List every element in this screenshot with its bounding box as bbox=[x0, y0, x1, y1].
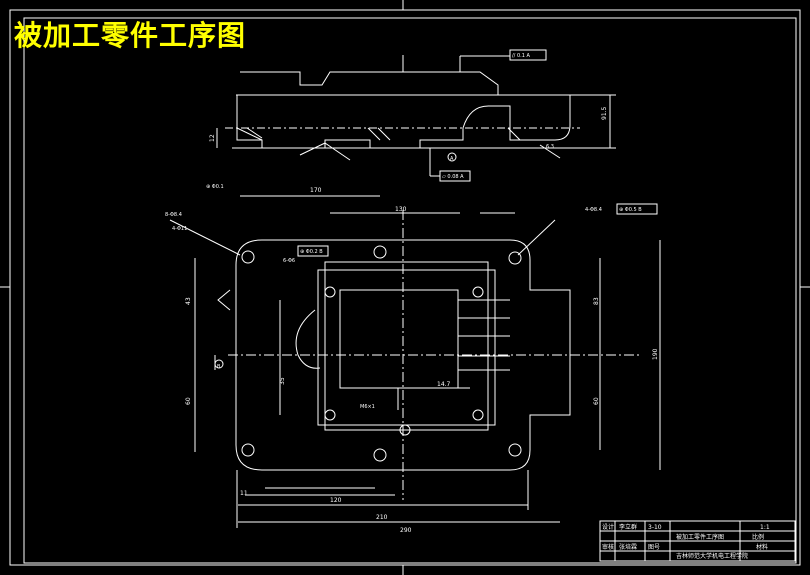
title-block bbox=[599, 520, 796, 562]
tb-checker-role: 审核 bbox=[602, 543, 614, 551]
datum-b: B bbox=[217, 364, 221, 370]
tol-position-a: ⊕ Φ0.5 B bbox=[619, 207, 642, 213]
tb-checker: 张培霖 bbox=[619, 543, 637, 551]
tol-position-b: ⊕ Φ0.2 B bbox=[300, 249, 323, 255]
flatness-tolerance-frame bbox=[439, 170, 471, 182]
dim-60: 60 bbox=[185, 397, 192, 405]
tb-part-name: 被加工零件工序图 bbox=[676, 533, 724, 541]
note-holes-b: 4-Φ8.4 bbox=[585, 207, 602, 213]
tb-designer: 李立群 bbox=[619, 523, 637, 531]
note-holes-a: 8-Φ8.4 bbox=[165, 212, 182, 218]
tb-scale-label: 比例 bbox=[752, 533, 764, 541]
inner-frame bbox=[23, 17, 797, 564]
dim-91-5: 91.5 bbox=[601, 106, 608, 120]
dim-83: 83 bbox=[593, 297, 600, 305]
dim-210: 210 bbox=[376, 514, 388, 521]
dim-11: 11 bbox=[240, 490, 248, 497]
tb-designer-role: 设计 bbox=[602, 523, 614, 531]
dim-290: 290 bbox=[400, 527, 412, 534]
dim-12: 12 bbox=[209, 134, 216, 142]
tb-scale: 1:1 bbox=[760, 524, 770, 531]
title-block-labels: 设计 李立群 3-10 被加工零件工序图 1:1 比例 审核 张培霖 图号 材料… bbox=[602, 523, 770, 560]
note-holes-c: 6-Φ6 bbox=[283, 258, 295, 264]
note-pitch: M6×1 bbox=[360, 404, 375, 410]
tol-position-c: ⊕ Φ0.1 bbox=[206, 184, 224, 190]
dim-35: 35 bbox=[279, 377, 286, 385]
tol-flatness: ▱ 0.08 A bbox=[442, 174, 464, 180]
dim-43: 43 bbox=[185, 297, 192, 305]
dim-60b: 60 bbox=[593, 397, 600, 405]
annotation-labels: // 0.1 A ▱ 0.08 A ⊕ Φ0.5 B ⊕ Φ0.2 B ⊕ Φ0… bbox=[165, 53, 642, 410]
page-title: 被加工零件工序图 bbox=[14, 19, 247, 52]
tb-school: 吉林师范大学机电工程学院 bbox=[676, 552, 748, 560]
tb-drawing-no: 图号 bbox=[648, 544, 660, 551]
datum-a: A bbox=[450, 156, 454, 162]
tb-material: 材料 bbox=[756, 543, 768, 551]
dim-14-7: 14.7 bbox=[437, 381, 451, 388]
dim-130: 130 bbox=[395, 206, 407, 213]
plan-view bbox=[169, 195, 661, 528]
parallel-tolerance-frame bbox=[509, 49, 547, 61]
tol-parallel: // 0.1 A bbox=[512, 53, 530, 59]
dim-120: 120 bbox=[330, 497, 342, 504]
dim-170: 170 bbox=[310, 187, 322, 194]
side-view bbox=[216, 49, 616, 182]
note-holes-d: 4-Φ11 bbox=[172, 226, 187, 232]
tb-date: 3-10 bbox=[648, 524, 662, 531]
dimension-labels: 91.5 12 170 130 43 60 35 83 60 190 14.7 … bbox=[185, 106, 659, 534]
note-roughness: 6.3 bbox=[546, 144, 554, 150]
dim-190: 190 bbox=[652, 348, 659, 360]
position-tolerance-frame bbox=[616, 203, 658, 215]
outer-frame bbox=[9, 9, 801, 566]
